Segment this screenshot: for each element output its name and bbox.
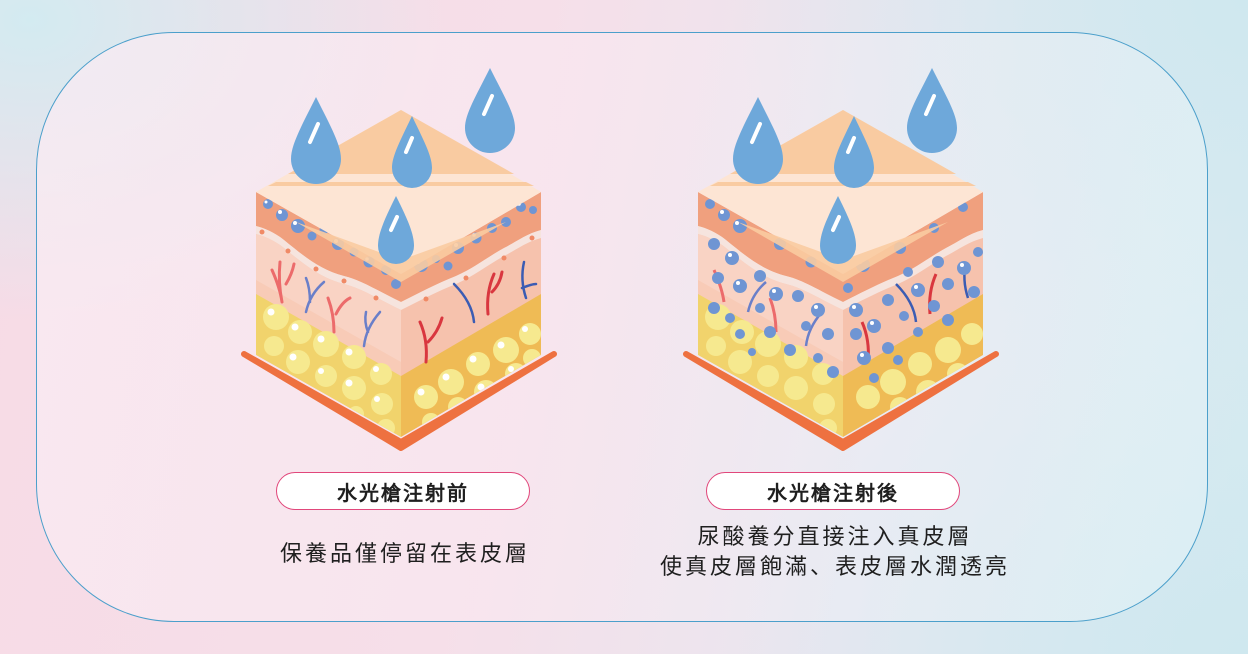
- base-plate: [683, 351, 999, 451]
- after-description-line-2: 使真皮層飽滿、表皮層水潤透亮: [659, 555, 1010, 580]
- before-label-pill: 水光槍注射前: [276, 472, 530, 510]
- after-label: 水光槍注射後: [767, 480, 899, 505]
- skin-cross-section-before-illustration: [241, 68, 557, 451]
- after-description-line-1: 尿酸養分直接注入真皮層: [697, 525, 973, 550]
- before-description: 保養品僅停留在表皮層: [220, 540, 590, 570]
- water-drops: [733, 68, 957, 264]
- after-label-pill: 水光槍注射後: [706, 472, 960, 510]
- water-drops: [291, 68, 515, 264]
- content-frame: [36, 32, 1208, 622]
- skin-cross-section-after-illustration: [683, 68, 999, 451]
- before-label: 水光槍注射前: [337, 480, 469, 505]
- after-description: 尿酸養分直接注入真皮層 使真皮層飽滿、表皮層水潤透亮: [610, 523, 1060, 583]
- before-description-line: 保養品僅停留在表皮層: [279, 542, 530, 567]
